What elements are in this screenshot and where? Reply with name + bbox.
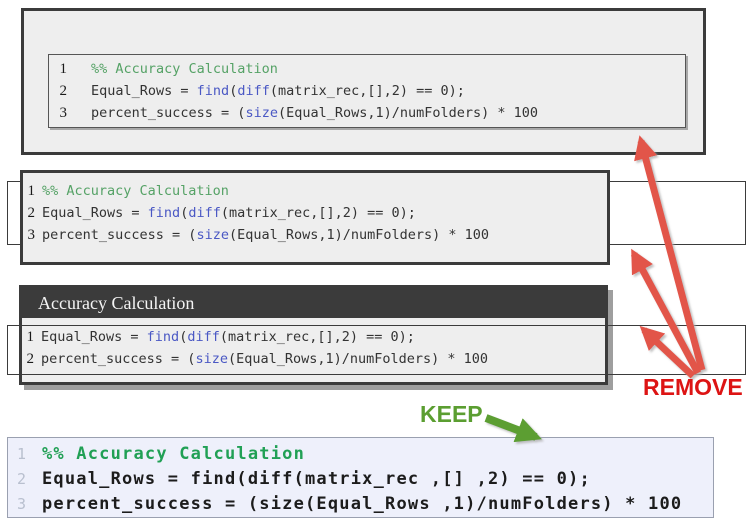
line-number: 3: [27, 227, 36, 243]
code-plain: percent_success = (: [91, 105, 246, 121]
line-number: 3: [16, 495, 26, 513]
code-plain: (matrix_rec,[],2) == 0);: [220, 205, 416, 221]
listing-style-3-rule-box: [7, 325, 746, 375]
code-plain: Equal_Rows =: [91, 83, 197, 99]
code-keyword: diff: [187, 329, 220, 345]
code-text: %% Accuracy Calculation: [42, 442, 305, 467]
code-plain: percent_success = (: [41, 351, 196, 367]
code-text: percent_success = (size(Equal_Rows,1)/nu…: [41, 348, 488, 370]
code-text: %% Accuracy Calculation: [42, 180, 229, 202]
line-number: 3: [59, 105, 68, 121]
code-plain: (: [179, 329, 188, 345]
remove-label: REMOVE: [643, 374, 743, 400]
code-text: percent_success = (size(Equal_Rows ,1)/n…: [42, 494, 683, 514]
code-plain: (matrix_rec,[],2) == 0);: [219, 329, 415, 345]
code-line: 1 Equal_Rows = find(diff(matrix_rec,[],2)…: [24, 326, 605, 348]
code-plain: percent_success = (: [42, 227, 197, 243]
code-plain: (Equal_Rows,1)/numFolders) * 100: [228, 227, 490, 243]
code-keyword: find: [147, 205, 181, 221]
code-text: percent_success = (size(Equal_Rows,1)/nu…: [42, 224, 489, 246]
line-number: 2: [26, 351, 35, 367]
code-plain: (Equal_Rows,1)/numFolders) * 100: [227, 351, 489, 367]
code-line: 2 Equal_Rows = find(diff(matrix_rec,[],2)…: [25, 202, 607, 224]
code-text: Equal_Rows = find(diff(matrix_rec,[],2) …: [42, 202, 416, 224]
code-keyword: find: [196, 83, 230, 99]
code-line: 2 percent_success = (size(Equal_Rows,1)/n…: [24, 348, 605, 370]
line-number: 1: [59, 61, 68, 77]
code-plain: Equal_Rows =: [41, 329, 147, 345]
code-plain: (Equal_Rows,1)/numFolders) * 100: [277, 105, 539, 121]
code-line: 2 Equal_Rows = find(diff(matrix_rec ,[] ,…: [14, 467, 713, 492]
code-line: 1 %% Accuracy Calculation: [14, 442, 713, 467]
listing-title-bar: Accuracy Calculation: [22, 288, 605, 318]
keep-arrow-icon: [484, 414, 542, 443]
listing-style-3-code-area: 1 Equal_Rows = find(diff(matrix_rec,[],2)…: [22, 318, 605, 370]
code-line: 3 percent_success = (size(Equal_Rows ,1)/…: [14, 492, 713, 517]
code-text: Equal_Rows = find(diff(matrix_rec,[],2) …: [91, 80, 465, 102]
code-line: 2 Equal_Rows = find(diff(matrix_rec,[],2)…: [53, 80, 685, 102]
line-number: 1: [26, 329, 35, 345]
code-plain: (matrix_rec,[],2) == 0);: [269, 83, 465, 99]
code-text: Equal_Rows = find(diff(matrix_rec,[],2) …: [41, 326, 415, 348]
line-number: 2: [59, 83, 68, 99]
code-keyword: size: [196, 227, 229, 243]
code-keyword: find: [146, 329, 180, 345]
code-line: 3 percent_success = (size(Equal_Rows,1)/n…: [25, 224, 607, 246]
listing-style-1-code-box: 1 %% Accuracy Calculation 2 Equal_Rows = f…: [48, 54, 686, 128]
code-text: percent_success = (size(Equal_Rows,1)/nu…: [91, 102, 538, 124]
code-keyword: size: [245, 105, 278, 121]
listing-style-2-code-box: 1 %% Accuracy Calculation 2 Equal_Rows = f…: [20, 170, 610, 265]
code-text: Equal_Rows = find(diff(matrix_rec ,[] ,2…: [42, 469, 591, 489]
line-number: 1: [27, 183, 36, 199]
code-line: 1 %% Accuracy Calculation: [53, 58, 685, 80]
listing-style-1-outer-frame: 1 %% Accuracy Calculation 2 Equal_Rows = f…: [21, 8, 706, 155]
code-line: 1 %% Accuracy Calculation: [25, 180, 607, 202]
code-comment: %% Accuracy Calculation: [42, 444, 306, 464]
code-comment: %% Accuracy Calculation: [42, 183, 229, 199]
code-plain: (: [180, 205, 189, 221]
line-number: 1: [16, 445, 26, 463]
line-number: 2: [27, 205, 36, 221]
line-number: 2: [16, 470, 26, 488]
code-line: 3 percent_success = (size(Equal_Rows,1)/n…: [53, 102, 685, 124]
code-plain: Equal_Rows =: [42, 205, 148, 221]
code-keyword: diff: [237, 83, 270, 99]
code-text: %% Accuracy Calculation: [91, 58, 278, 80]
code-keyword: diff: [188, 205, 221, 221]
keep-label: KEEP: [420, 401, 483, 427]
code-keyword: size: [195, 351, 228, 367]
listing-style-keep-box: 1 %% Accuracy Calculation 2 Equal_Rows = f…: [7, 437, 714, 518]
code-plain: (: [229, 83, 238, 99]
code-comment: %% Accuracy Calculation: [91, 61, 278, 77]
